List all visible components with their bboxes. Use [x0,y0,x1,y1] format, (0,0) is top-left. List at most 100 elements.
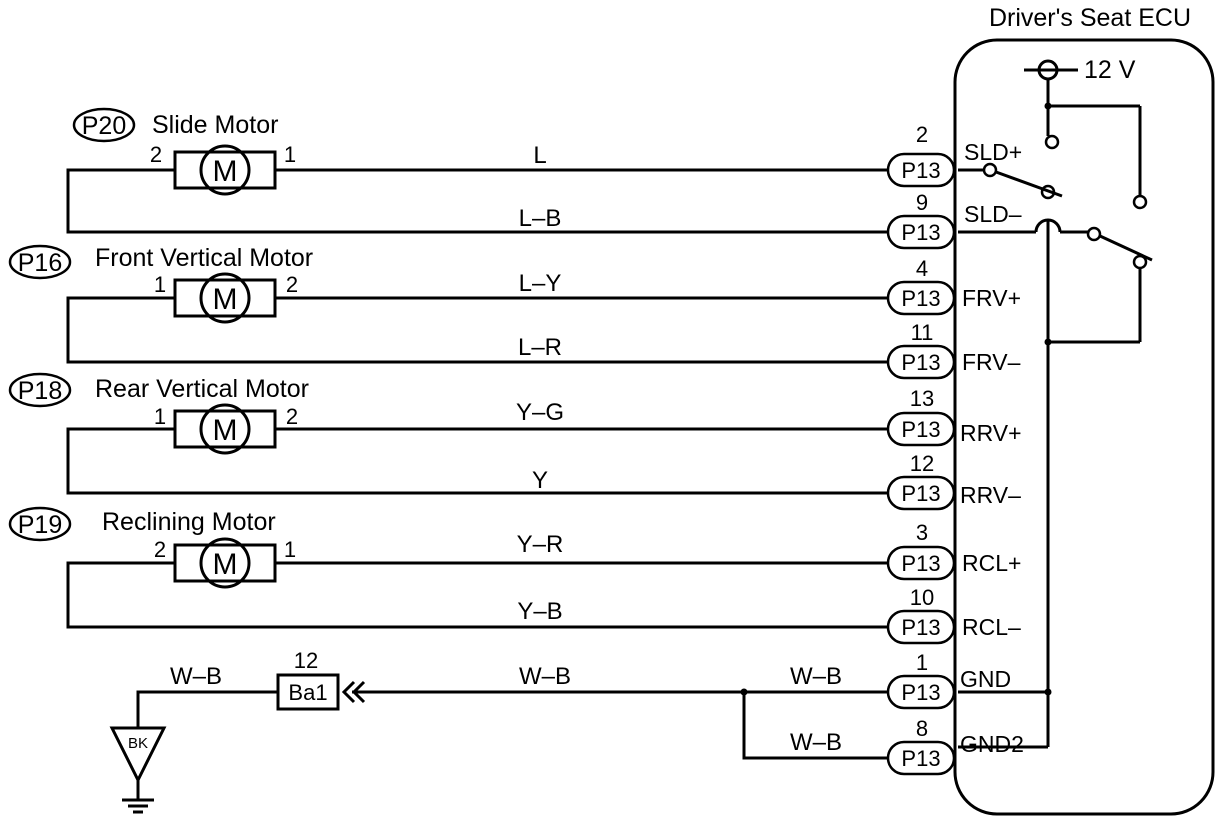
connector-label: P13 [901,615,940,640]
relay-contact-icon [1044,134,1060,150]
motor-name: Reclining Motor [102,508,276,536]
motor-front-vertical: P16 Front Vertical Motor 1 2 M [8,244,888,364]
ecu-terminal: SLD+ [964,139,1022,165]
ground-point-icon [109,726,167,784]
wire-color-label: L [533,142,546,169]
motor-name: Rear Vertical Motor [95,375,309,403]
connector-arrow-icon [341,680,366,704]
pin-number: 1 [916,650,928,675]
supply-voltage-label: 12 V [1084,56,1136,84]
pin-number: 11 [911,320,934,345]
connector-label: P13 [901,350,940,375]
motor-icon [199,403,251,455]
junction-label: Ba1 [288,680,327,705]
wire-color-label: L–B [519,205,562,232]
wire-color-label: Y–B [517,598,562,625]
wire-color-label: L–Y [519,270,562,297]
connector-p13: 2 P13 SLD+ 9 P13 SLD– 4 P13 FRV+ 11 P13 … [886,122,1024,776]
motor-icon [199,537,251,589]
motor-pin-left: 2 [154,537,166,562]
motor-rear-vertical: P18 Rear Vertical Motor 1 2 M [8,372,888,495]
relay-pivot-icon [1086,226,1102,242]
wire-color-label: W–B [790,663,842,690]
connector-label: P13 [901,286,940,311]
motor-pin-left: 1 [154,404,166,429]
wire-color-labels: L L–B L–Y L–R Y–G Y Y–R Y–B W–B W–B [516,142,842,756]
motor-code-badge [8,372,72,408]
ecu-terminal: FRV– [962,349,1021,375]
motor-code: P19 [18,511,62,539]
connector-pin [886,152,956,188]
motor-symbol: M [213,155,238,188]
motor-icon [199,144,251,196]
motor-code: P18 [18,377,62,405]
connector-pin [886,214,956,250]
ecu-title: Driver's Seat ECU [989,4,1191,32]
wire-color-label: Y–R [517,531,564,558]
wire-color-label: W–B [790,729,842,756]
motor-symbol: M [213,548,238,581]
ecu-terminal: GND2 [960,731,1024,757]
motor-pin-right: 1 [284,537,296,562]
wire-color-label: L–R [518,334,562,361]
connector-label: P13 [901,220,940,245]
motor-pin-right: 1 [284,142,296,167]
pin-number: 8 [916,716,928,741]
connector-pin [886,609,956,645]
connector-label: P13 [901,551,940,576]
pin-number: 12 [910,451,934,476]
wire-color-label: W–B [519,663,571,690]
pin-number: 10 [910,585,934,610]
relay-contact-icon [1132,254,1148,270]
motor-pin-right: 2 [286,272,298,297]
connector-label: P13 [901,746,940,771]
motor-code-badge [8,244,72,280]
motor-icon [199,272,251,324]
connector-label: P13 [901,481,940,506]
ground-point-label: BK [128,735,148,752]
wire-color-label: Y [532,467,548,494]
ecu-terminal: RRV+ [960,420,1022,446]
motor-pin-left: 2 [150,142,162,167]
motor-code-badge [8,506,72,542]
motor-pin-right: 2 [286,404,298,429]
ecu-terminal: RCL+ [962,550,1021,576]
motor-symbol: M [213,414,238,447]
ecu-box: Driver's Seat ECU [953,4,1215,816]
connector-pin [886,280,956,316]
pin-number: 13 [910,386,934,411]
motor-symbol: M [213,283,238,316]
ground-circuit: W–B 12 Ba1 W–B BK [109,648,888,814]
connector-label: P13 [901,680,940,705]
ecu-terminal: FRV+ [962,285,1021,311]
connector-pin [886,344,956,380]
connector-pin [886,475,956,511]
connector-label: P13 [901,417,940,442]
ecu-terminal: RRV– [960,482,1021,508]
motor-slide: P20 Slide Motor 2 1 M [66,107,888,234]
pin-number: 2 [916,122,928,147]
ecu-terminal: SLD– [964,201,1022,227]
pin-number: 9 [916,190,928,215]
motor-name: Front Vertical Motor [95,244,313,272]
motor-code: P16 [18,249,62,277]
connector-label: P13 [901,158,940,183]
ecu-terminal: GND [960,666,1011,692]
motor-code-badge [72,107,136,143]
motor-code: P20 [82,112,126,140]
relay-contact-icon [1132,194,1148,210]
pin-number: 4 [916,256,928,281]
ecu-terminal: RCL– [962,614,1021,640]
junction-pin-number: 12 [294,648,318,673]
relay-pivot-icon [982,162,998,178]
ecu-internal-circuit: 12 V [958,56,1153,749]
motor-reclining: P19 Reclining Motor 2 1 M [8,506,888,629]
motor-pin-left: 1 [154,272,166,297]
pin-number: 3 [916,520,928,545]
connector-pin [886,545,956,581]
wire-color-label: Y–G [516,399,564,426]
wire-color-label: W–B [170,663,222,690]
connector-pin [886,411,956,447]
relay-contact-icon [1040,184,1056,200]
